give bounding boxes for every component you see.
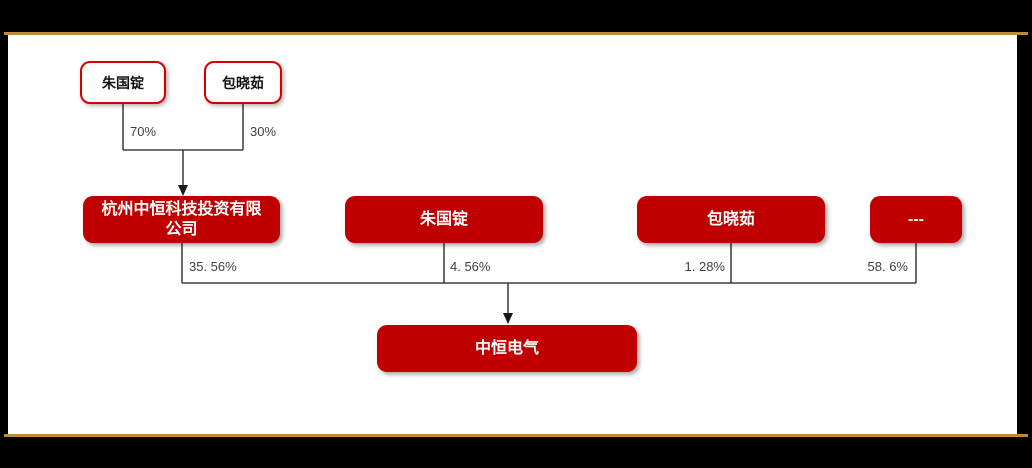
node-label: 包晓茹: [706, 210, 755, 228]
node-other-shareholders: ---: [870, 196, 962, 243]
node-label: 包晓茹: [222, 74, 264, 91]
ownership-35-56pct-label: 35. 56%: [189, 259, 237, 274]
node-label: 朱国锭: [419, 210, 468, 228]
node-label: 杭州中恒科技投资有限公司: [101, 200, 262, 238]
node-label: 朱国锭: [102, 74, 144, 91]
ownership-4-56pct-label: 4. 56%: [450, 259, 491, 274]
node-baoxiaoru: 包晓茹: [637, 196, 825, 243]
node-label: ---: [908, 210, 924, 228]
bottom-gold-divider: [4, 434, 1028, 437]
ownership-58-6pct-label: 58. 6%: [867, 259, 908, 274]
node-zhuguoding-top: 朱国锭: [80, 61, 166, 104]
node-baoxiaoru-top: 包晓茹: [204, 61, 282, 104]
ownership-1-28pct-label: 1. 28%: [684, 259, 725, 274]
ownership-70pct-label: 70%: [130, 124, 157, 139]
node-hangzhou-zhongheng-investment: 杭州中恒科技投资有限公司: [83, 196, 280, 243]
ownership-30pct-label: 30%: [250, 124, 277, 139]
node-zhuguoding: 朱国锭: [345, 196, 543, 243]
node-zhongheng-electric: 中恒电气: [377, 325, 637, 372]
top-gold-divider: [4, 32, 1028, 35]
node-label: 中恒电气: [474, 339, 539, 357]
